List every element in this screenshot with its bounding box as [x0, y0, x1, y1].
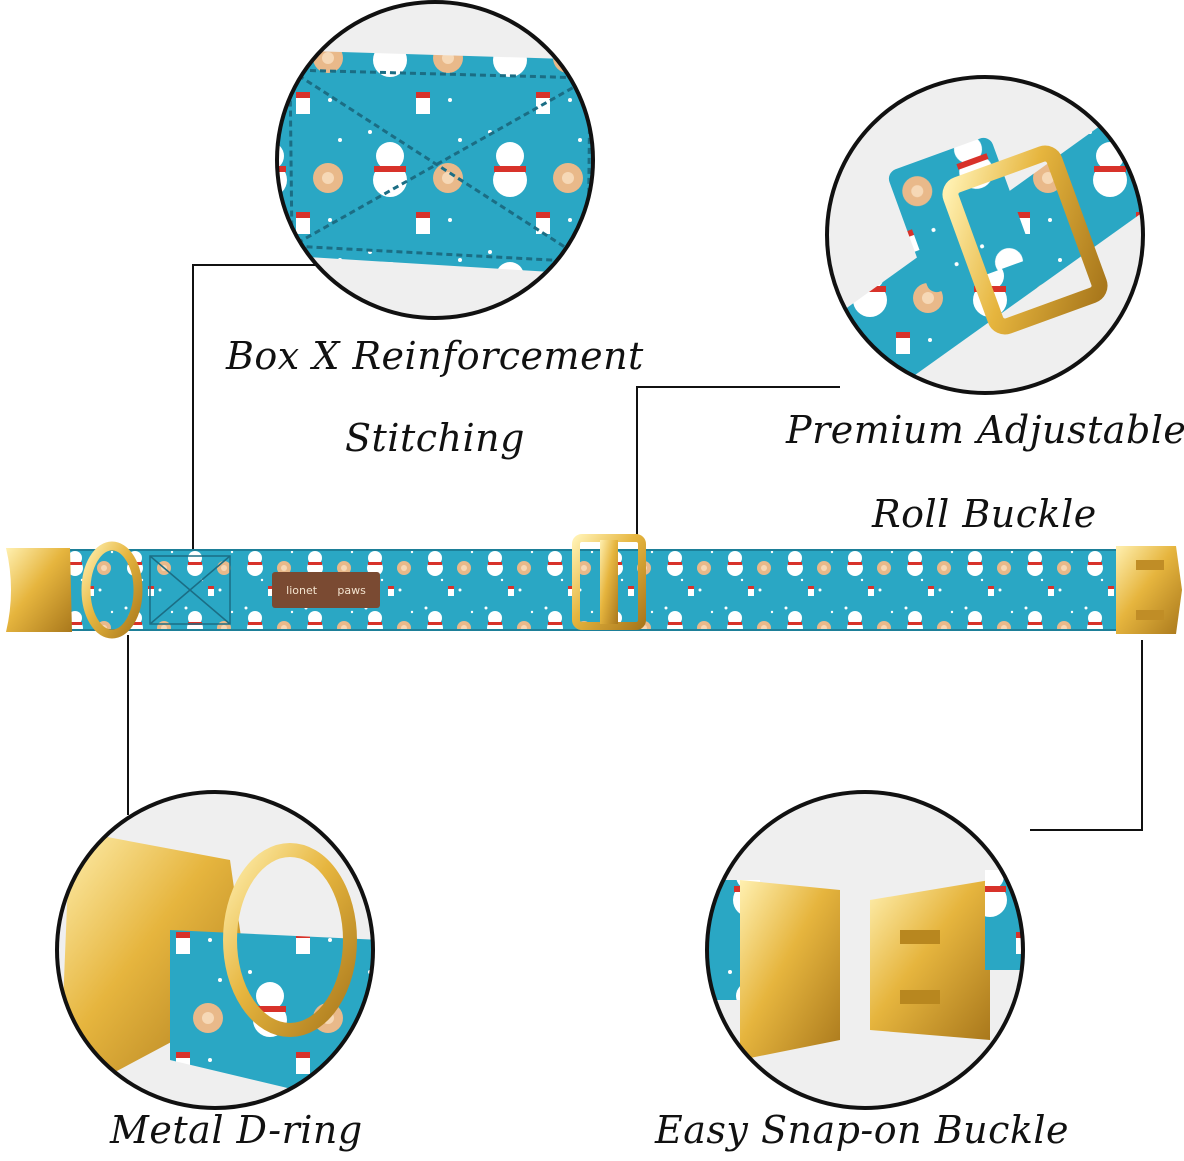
detail-circle-d-ring — [55, 790, 375, 1110]
detail-circle-snap-buckle — [705, 790, 1025, 1110]
caption-box-x-line1: Box X Reinforcement — [226, 334, 644, 378]
brand-word-1: lionet — [286, 583, 318, 597]
detail-circle-box-x — [275, 0, 595, 320]
roll-buckle — [572, 534, 646, 630]
connector-lines — [127, 264, 1143, 831]
connector-box-x — [192, 264, 315, 553]
caption-snap-buckle: Easy Snap-on Buckle — [655, 1108, 1070, 1152]
caption-roll-buckle-line1: Premium Adjustable — [786, 408, 1184, 452]
caption-roll-buckle-line2: Roll Buckle — [872, 492, 1097, 536]
collar-strap — [60, 550, 1130, 630]
caption-box-x-line2: Stitching — [345, 416, 525, 460]
d-ring — [81, 541, 143, 639]
brand-patch — [272, 572, 380, 608]
connector-snap-buckle — [1030, 640, 1143, 831]
snap-buckle-male — [1116, 546, 1182, 634]
caption-d-ring: Metal D-ring — [110, 1108, 363, 1152]
brand-word-2: paws — [337, 583, 366, 597]
connector-roll-buckle — [636, 386, 840, 540]
collar-image — [6, 534, 1182, 639]
box-x-stitch — [149, 555, 231, 625]
detail-circle-roll-buckle — [825, 75, 1145, 395]
brand-label: lionet paws — [276, 576, 376, 604]
snap-buckle-female — [6, 548, 72, 632]
